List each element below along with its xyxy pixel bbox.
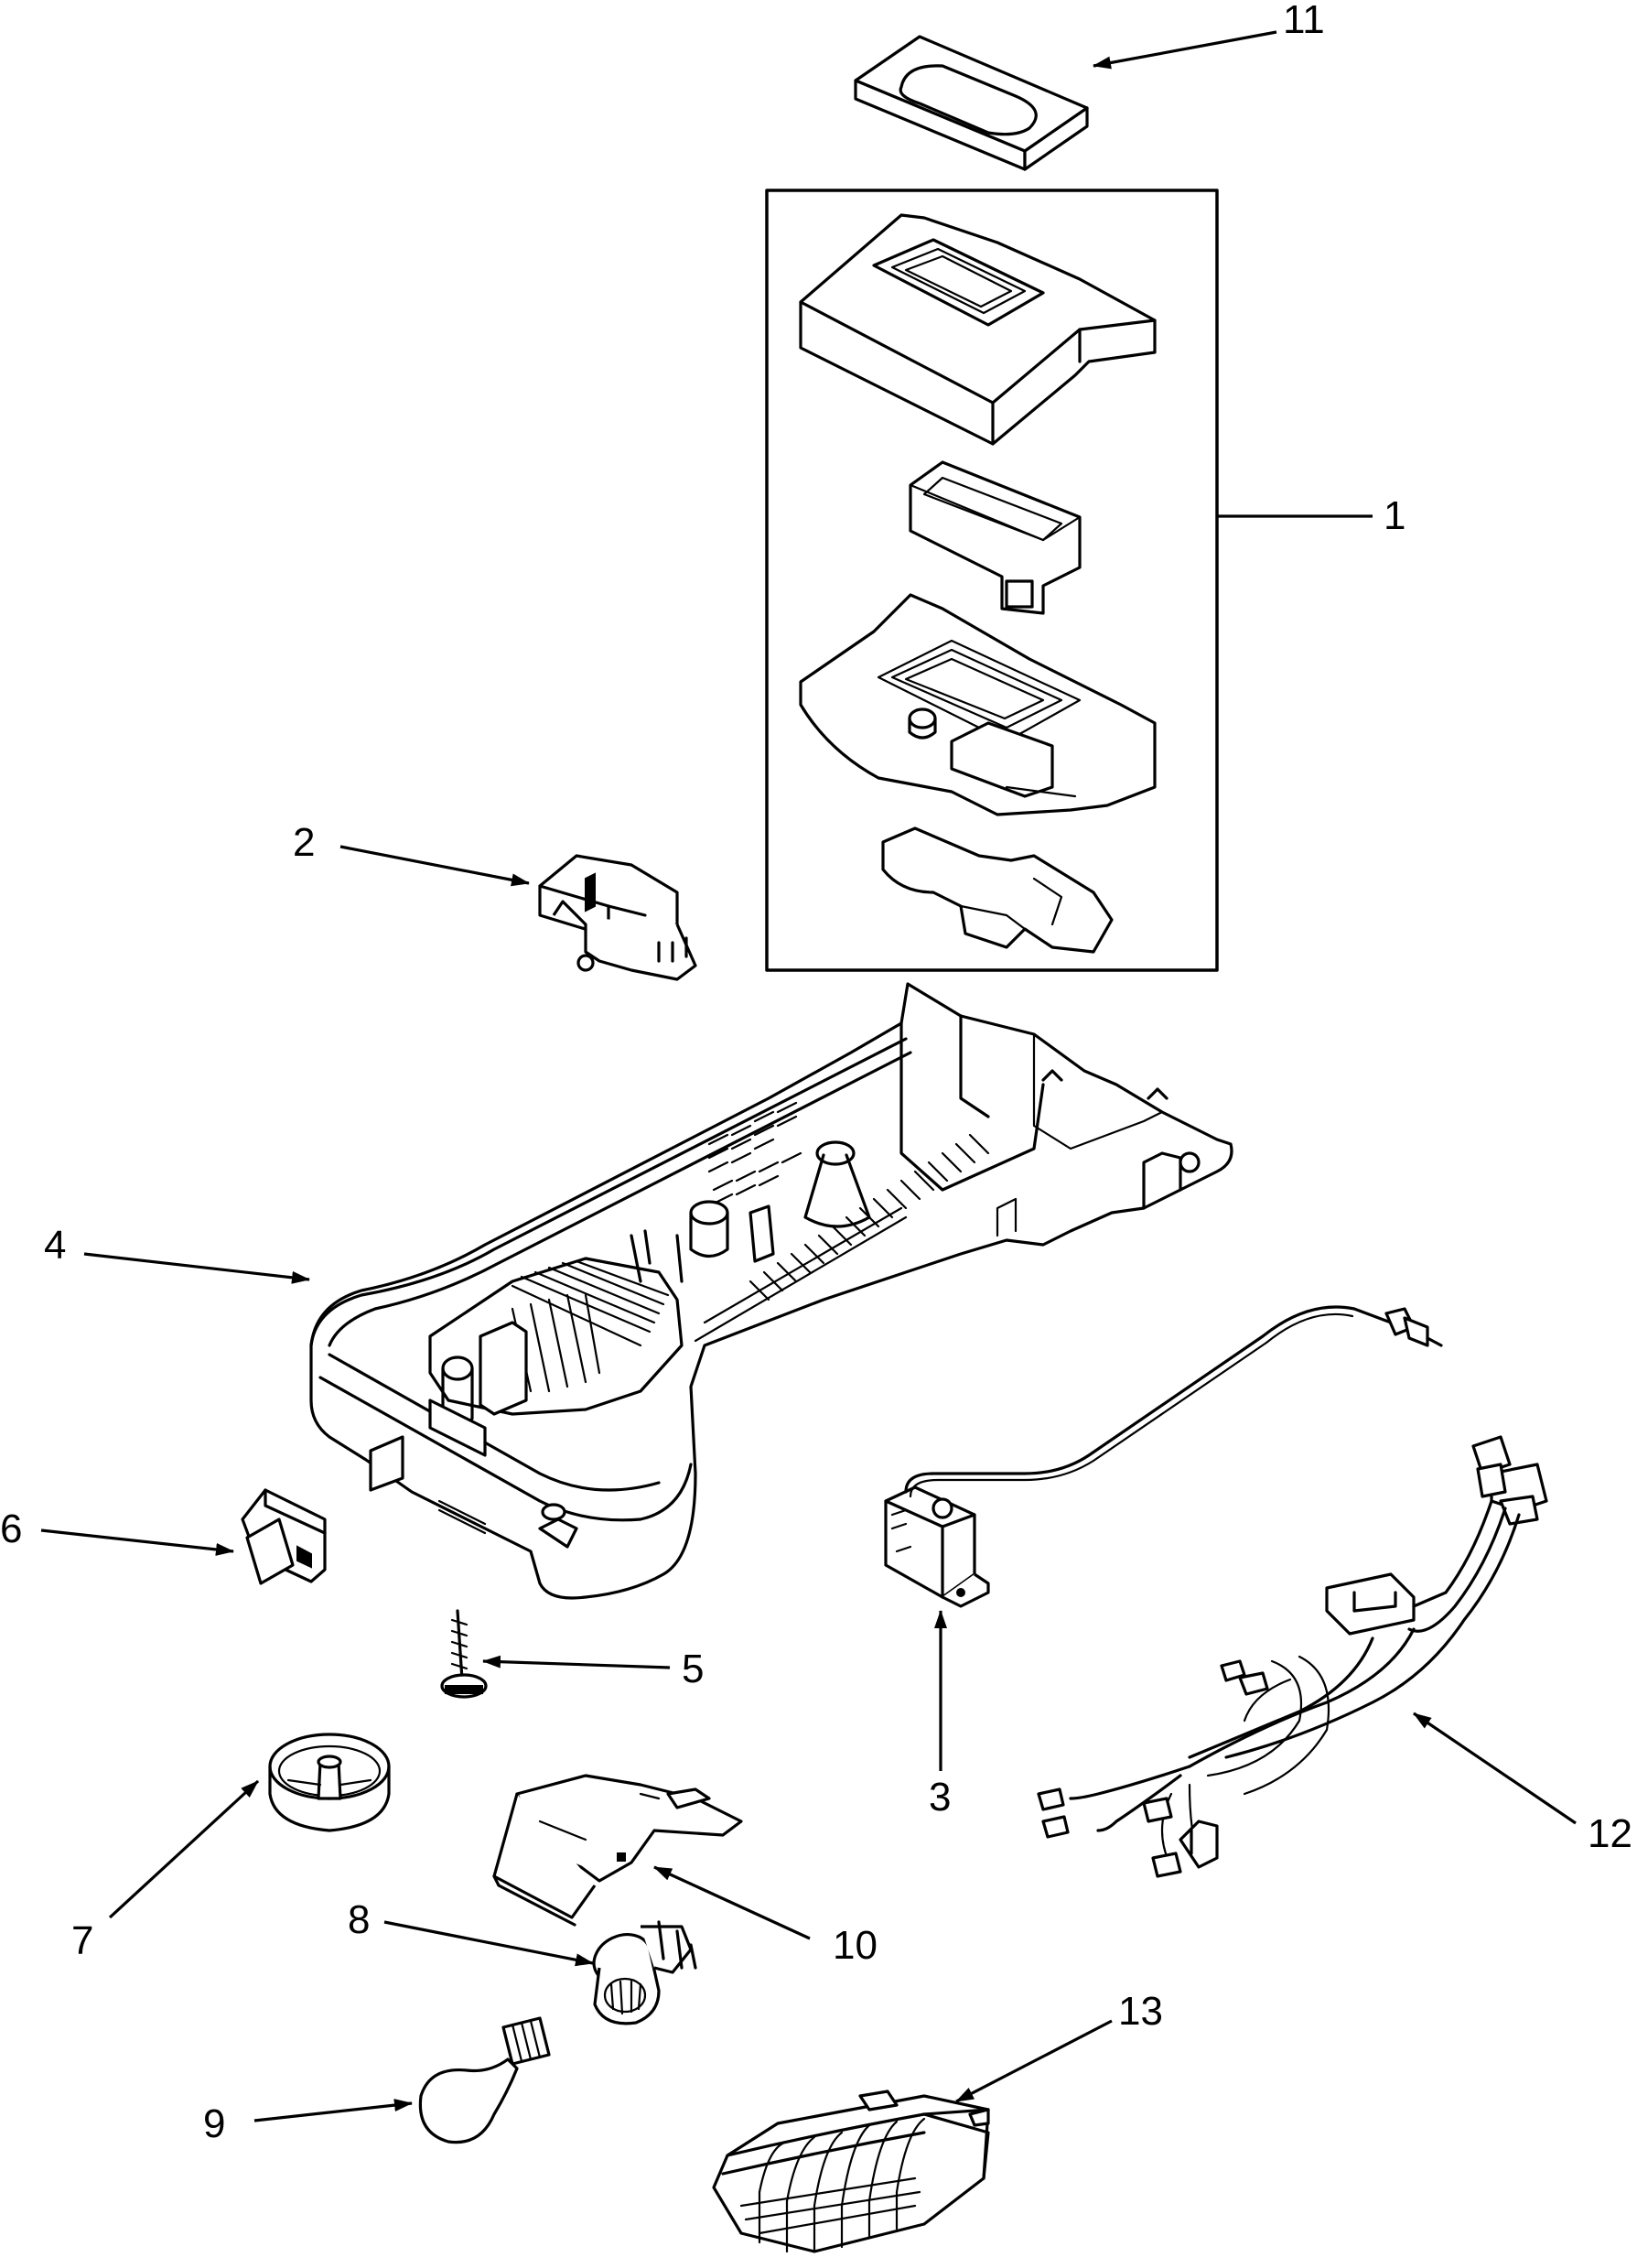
callout-labels: 11 1 2 4 6 5 3 12 7 10 8 13 9 <box>0 0 1632 2146</box>
leader-9 <box>253 2099 413 2122</box>
leader-6 <box>40 1528 234 1556</box>
callout-8: 8 <box>348 1897 370 1942</box>
leader-5 <box>482 1655 671 1669</box>
callout-leaders <box>40 30 1577 2122</box>
part-4-housing <box>309 982 1233 1600</box>
callout-2: 2 <box>293 820 315 865</box>
leader-11 <box>1093 30 1277 70</box>
callout-9: 9 <box>203 2101 225 2146</box>
callout-11: 11 <box>1283 0 1325 42</box>
callout-1: 1 <box>1384 493 1405 538</box>
leader-4 <box>83 1252 310 1284</box>
part-8-lamp-socket <box>592 1920 697 2025</box>
callout-13: 13 <box>1118 1989 1163 2034</box>
leader-13 <box>955 2019 1113 2103</box>
part-12-wire-harness <box>1037 1435 1548 1878</box>
part-3-thermostat <box>884 1305 1443 1608</box>
leader-7 <box>108 1779 260 1919</box>
part-1-top-housing <box>799 213 1157 446</box>
part-1-lower-housing <box>799 593 1157 816</box>
callout-4: 4 <box>44 1223 66 1268</box>
part-6-switch <box>241 1488 327 1585</box>
callout-7: 7 <box>71 1918 93 1963</box>
part-1-assembly-frame <box>765 189 1219 972</box>
leader-12 <box>1413 1712 1577 1825</box>
part-10-bracket <box>492 1774 743 1927</box>
part-11-gasket <box>854 35 1089 171</box>
callout-3: 3 <box>929 1775 951 1820</box>
leader-8 <box>383 1920 594 1967</box>
part-1-bottom-bracket <box>881 826 1114 954</box>
leader-2 <box>339 845 530 887</box>
leader-10 <box>653 1865 811 1940</box>
part-5-screw <box>440 1609 488 1699</box>
part-1-inner-chute <box>909 460 1082 615</box>
part-2-timer <box>538 854 697 981</box>
part-9-light-bulb <box>418 2016 551 2144</box>
callout-5: 5 <box>682 1647 704 1691</box>
callout-10: 10 <box>833 1923 878 1968</box>
part-7-cup <box>268 1733 391 1832</box>
callout-6: 6 <box>0 1507 22 1551</box>
part-13-basket <box>712 2090 990 2253</box>
callout-12: 12 <box>1588 1811 1632 1856</box>
